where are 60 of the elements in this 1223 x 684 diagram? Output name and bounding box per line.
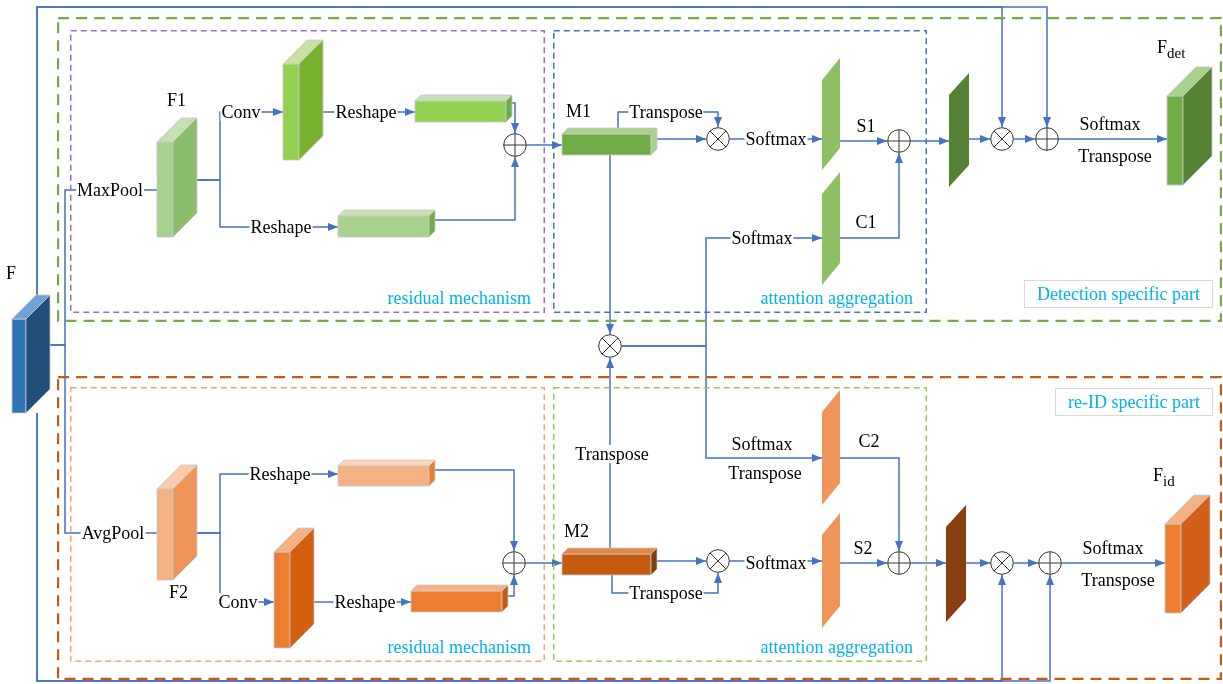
arrow xyxy=(525,559,563,567)
edge-label: S2 xyxy=(852,539,874,557)
arrow xyxy=(656,557,707,565)
region-title: attention aggregation xyxy=(760,636,913,658)
operation-label: Transpose xyxy=(1077,147,1153,165)
edge-label: S1 xyxy=(855,117,877,135)
arrow xyxy=(434,469,518,552)
edge-label: Transpose xyxy=(628,584,704,602)
arrow xyxy=(511,102,519,134)
arrow xyxy=(526,141,563,149)
arrow xyxy=(910,559,947,567)
edge-label: Softmax xyxy=(1078,115,1142,133)
block-label: F xyxy=(6,263,16,283)
section-title: Detection specific part xyxy=(1024,280,1213,308)
arrow xyxy=(606,357,614,549)
edge-label: Reshape xyxy=(334,103,398,121)
block-label: F$_{id}$ xyxy=(1153,465,1175,491)
edge-label: Softmax xyxy=(744,130,808,148)
edge-label: Transpose xyxy=(628,103,704,121)
edge-label: Reshape xyxy=(333,593,397,611)
arrow xyxy=(968,135,991,143)
edge-label: Softmax xyxy=(730,229,794,247)
operation-label: Transpose xyxy=(1080,571,1156,589)
arrow xyxy=(910,137,950,145)
edge-label: Softmax xyxy=(744,554,808,572)
arrow xyxy=(1013,135,1036,143)
edge-label: C2 xyxy=(857,432,881,450)
edge-label: Softmax xyxy=(730,435,794,453)
block-label: M2 xyxy=(564,521,589,541)
arrow xyxy=(1013,559,1039,567)
edge-label: Conv xyxy=(220,103,262,121)
arrow xyxy=(1058,135,1168,143)
edge-label: MaxPool xyxy=(76,181,144,199)
edge-label: Reshape xyxy=(249,218,313,236)
arrow xyxy=(507,574,518,597)
edge-label: Softmax xyxy=(1081,539,1145,557)
arrow xyxy=(839,559,888,567)
block-label: F$_{det}$ xyxy=(1157,37,1186,63)
arrow xyxy=(434,156,519,221)
arrow xyxy=(656,135,707,143)
arrow xyxy=(1061,559,1166,567)
arrow xyxy=(839,137,888,145)
region-title: residual mechanism xyxy=(387,636,531,658)
operation-label: Transpose xyxy=(727,464,803,482)
edge-label: Transpose xyxy=(574,445,650,463)
section-title: re-ID specific part xyxy=(1055,388,1213,416)
edge-label: C1 xyxy=(854,213,878,231)
arrow xyxy=(839,457,903,552)
block-label: F2 xyxy=(169,582,188,602)
arrow xyxy=(606,154,614,335)
arrow xyxy=(621,345,823,462)
arrow xyxy=(839,152,903,239)
edge-label: AvgPool xyxy=(80,524,146,542)
region-title: attention aggregation xyxy=(760,287,913,309)
arrow xyxy=(965,559,991,567)
block-label: M1 xyxy=(566,101,591,121)
edge-label: Conv xyxy=(217,593,259,611)
edge-label: Reshape xyxy=(248,465,312,483)
block-label: F1 xyxy=(167,90,186,110)
region-title: residual mechanism xyxy=(387,287,531,309)
